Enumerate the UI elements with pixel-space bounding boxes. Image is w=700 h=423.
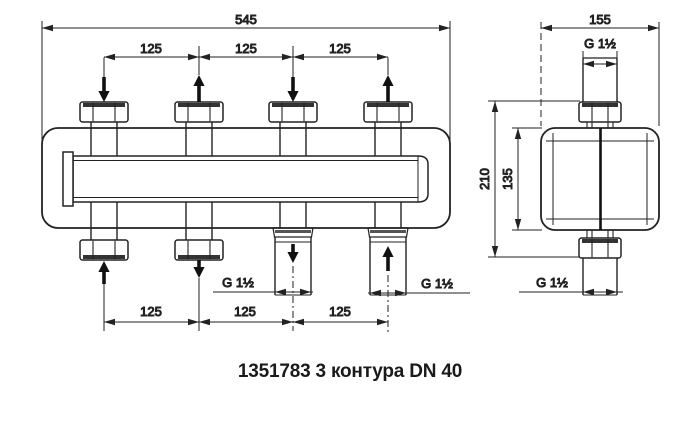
flow-arrow-up-icon [98, 261, 110, 331]
thread-dim-outlet-3: G 1½ [213, 275, 313, 296]
circuit-pipes [90, 122, 402, 240]
thread-dim-top: G 1½ [582, 36, 618, 69]
flow-arrow-up-icon [193, 57, 205, 102]
circuit-union-nuts-bottom [79, 239, 224, 261]
front-view: 545 125 125 125 [41, 12, 470, 332]
flow-arrow-up-icon [382, 246, 394, 332]
union-nut-bottom-1 [79, 239, 129, 261]
dim-label-125-top-3: 125 [329, 41, 351, 56]
flow-arrow-down-icon [287, 57, 299, 102]
dim-label-155: 155 [589, 12, 611, 27]
thread-dim-outlet-4: G 1½ [368, 276, 470, 297]
product-caption: 1351783 3 контура DN 40 [237, 361, 463, 382]
flow-arrow-down-icon [98, 57, 110, 102]
side-view: 155 G 1½ [477, 12, 660, 296]
dim-label-125-bottom-3: 125 [329, 304, 351, 319]
dim-arrow-right-icon [439, 24, 450, 32]
dim-overall-height: 210 [477, 100, 580, 258]
dim-label-125-bottom-2: 125 [234, 304, 256, 319]
union-nut-bottom-2 [174, 239, 224, 261]
separator-plate [62, 151, 429, 207]
side-top-connection [578, 57, 622, 128]
union-nut-top-2 [174, 101, 224, 123]
dim-label-545: 545 [235, 12, 257, 27]
main-outlet-pipe-3 [272, 227, 314, 296]
thread-label-g1-5: G 1½ [222, 275, 254, 290]
dim-overall-depth: 155 [540, 12, 660, 126]
manifold-technical-drawing: 545 125 125 125 [41, 12, 660, 332]
dim-label-135: 135 [500, 168, 515, 190]
dim-circuit-spacing-top: 125 125 125 [104, 41, 388, 61]
union-nut-top-3 [268, 101, 318, 123]
flow-arrows-top [98, 57, 394, 102]
circuit-union-nuts-top [79, 101, 413, 123]
main-outlet-pipe-4 [367, 227, 409, 296]
thread-label-g1-5: G 1½ [536, 275, 568, 290]
dim-arrow-left-icon [42, 24, 53, 32]
side-bottom-connection [578, 230, 622, 296]
flow-arrow-up-icon [382, 57, 394, 102]
dim-label-125-top-2: 125 [235, 41, 257, 56]
thread-dim-bottom: G 1½ [519, 275, 623, 296]
dim-circuit-spacing-bottom: 125 125 125 [104, 304, 388, 326]
thread-label-g1-5: G 1½ [584, 36, 616, 51]
flow-arrow-down-icon [193, 260, 205, 331]
union-nut-top-4 [363, 101, 413, 123]
thread-label-g1-5: G 1½ [421, 276, 453, 291]
dim-overall-length: 545 [41, 12, 451, 141]
side-body [540, 127, 660, 231]
union-nut-top-1 [79, 101, 129, 123]
dim-label-125-bottom-1: 125 [140, 304, 162, 319]
dim-body-height: 135 [500, 127, 542, 231]
dim-label-125-top-1: 125 [140, 41, 162, 56]
flow-arrow-down-icon [287, 244, 299, 331]
dim-label-210: 210 [477, 168, 492, 190]
